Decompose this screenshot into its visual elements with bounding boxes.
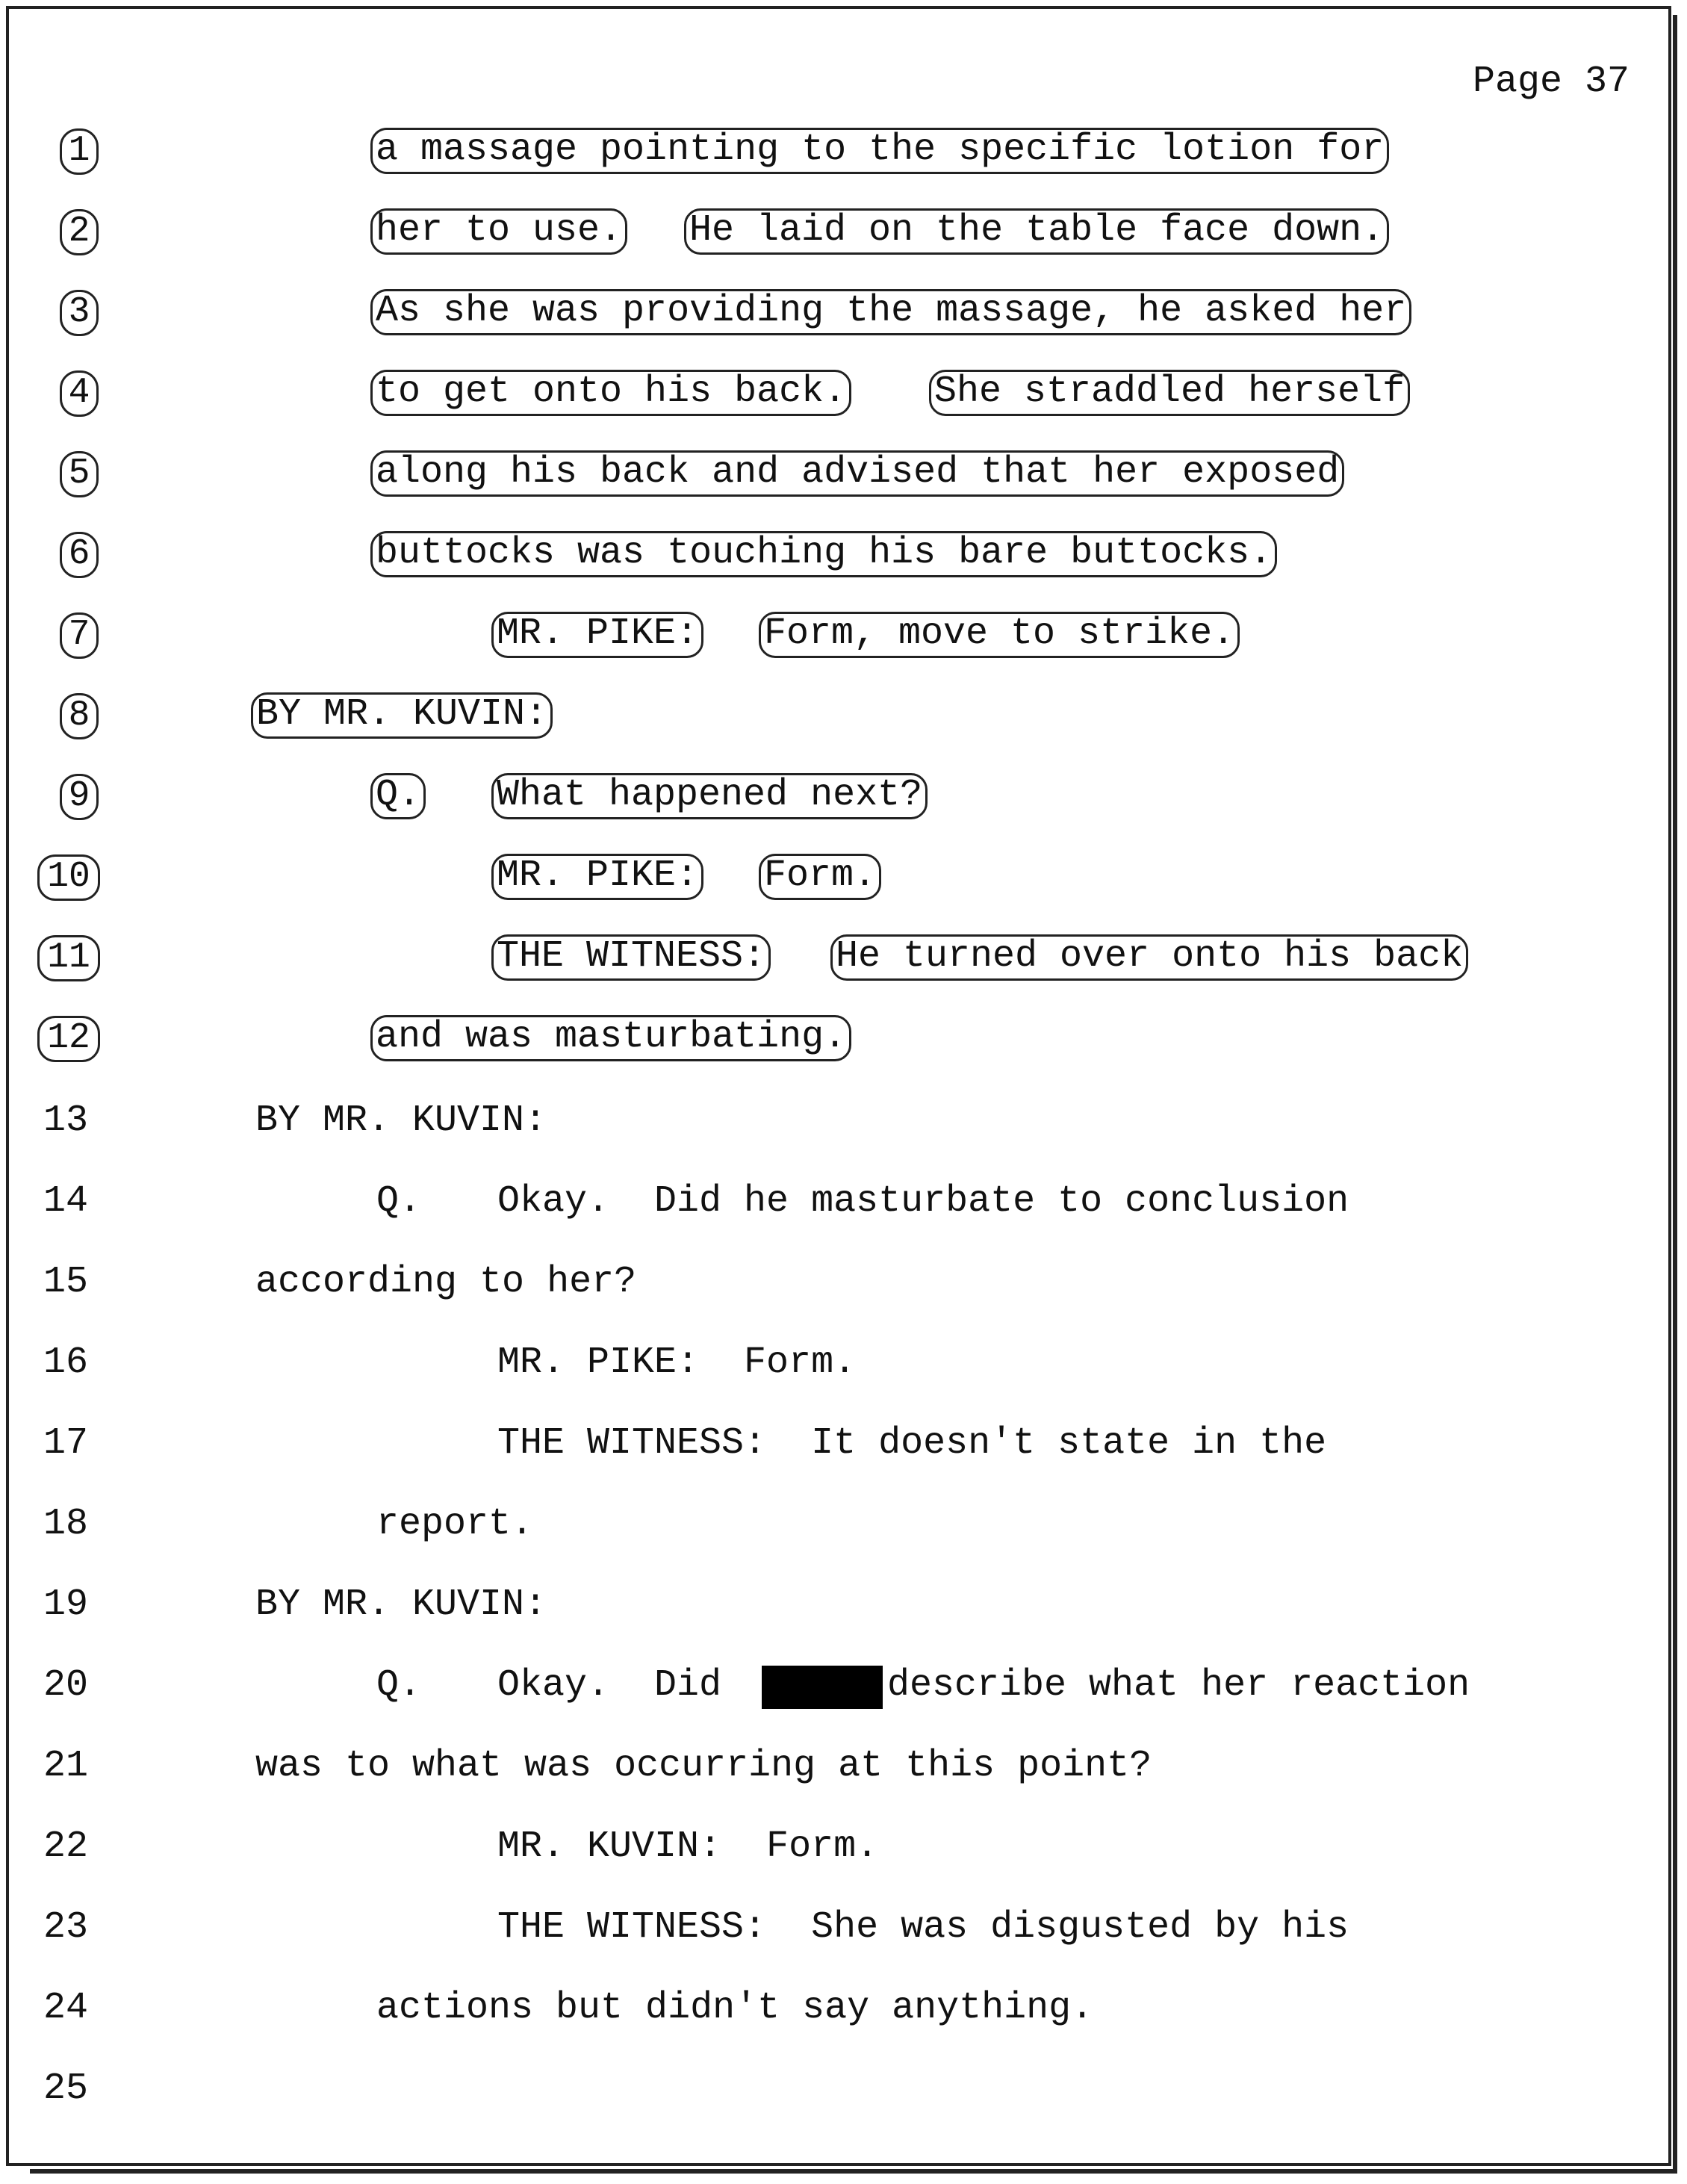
boxed-text-segment: Form, move to strike. bbox=[759, 612, 1240, 658]
line-number: 20 bbox=[43, 1664, 89, 1707]
transcript-line-9: 9 Q. What happened next? bbox=[9, 773, 1674, 826]
line-number-circled: 4 bbox=[60, 370, 99, 417]
transcript-line-4: 4 to get onto his back. She straddled he… bbox=[9, 370, 1674, 423]
text-segment: Q. bbox=[376, 1180, 422, 1223]
transcript-line-13: 13 BY MR. KUVIN: bbox=[9, 1098, 1674, 1150]
text-segment: BY MR. KUVIN: bbox=[255, 1583, 547, 1626]
line-number: 21 bbox=[43, 1745, 89, 1787]
boxed-text-segment: What happened next? bbox=[491, 773, 928, 819]
transcript-line-7: 7 MR. PIKE: Form, move to strike. bbox=[9, 612, 1674, 665]
line-number: 22 bbox=[43, 1825, 89, 1868]
transcript-line-17: 17 THE WITNESS: It doesn't state in the bbox=[9, 1421, 1674, 1473]
line-number: 13 bbox=[43, 1099, 89, 1142]
text-segment: THE WITNESS: It doesn't state in the bbox=[497, 1422, 1327, 1465]
boxed-text-segment: her to use. bbox=[370, 208, 628, 255]
text-segment: Q. bbox=[376, 1664, 422, 1707]
line-number: 18 bbox=[43, 1503, 89, 1545]
transcript-line-24: 24 actions but didn't say anything. bbox=[9, 1985, 1674, 2038]
boxed-text-segment: As she was providing the massage, he ask… bbox=[370, 289, 1412, 335]
line-number-circled: 10 bbox=[37, 854, 100, 901]
boxed-text-segment: buttocks was touching his bare buttocks. bbox=[370, 531, 1278, 577]
line-number: 23 bbox=[43, 1906, 89, 1949]
line-number: 19 bbox=[43, 1583, 89, 1626]
boxed-text-segment: He turned over onto his back bbox=[830, 934, 1469, 981]
transcript-line-21: 21 was to what was occurring at this poi… bbox=[9, 1743, 1674, 1796]
text-segment: Okay. Did bbox=[497, 1664, 722, 1707]
transcript-line-3: 3 As she was providing the massage, he a… bbox=[9, 289, 1674, 342]
boxed-text-segment: Q. bbox=[370, 773, 426, 819]
transcript-line-10: 10 MR. PIKE: Form. bbox=[9, 854, 1674, 907]
transcript-line-5: 5 along his back and advised that her ex… bbox=[9, 450, 1674, 503]
line-number-circled: 12 bbox=[37, 1016, 100, 1062]
boxed-text-segment: MR. PIKE: bbox=[491, 854, 704, 900]
transcript-line-25: 25 bbox=[9, 2066, 1674, 2118]
transcript-line-12: 12 and was masturbating. bbox=[9, 1015, 1674, 1068]
boxed-text-segment: MR. PIKE: bbox=[491, 612, 704, 658]
text-segment: was to what was occurring at this point? bbox=[255, 1745, 1152, 1787]
transcript-line-2: 2 her to use. He laid on the table face … bbox=[9, 208, 1674, 261]
line-number-circled: 7 bbox=[60, 612, 99, 659]
text-segment: BY MR. KUVIN: bbox=[255, 1099, 547, 1142]
text-segment: THE WITNESS: She was disgusted by his bbox=[497, 1906, 1349, 1949]
transcript-line-8: 8 BY MR. KUVIN: bbox=[9, 692, 1674, 745]
line-number-circled: 1 bbox=[60, 128, 99, 175]
line-number: 14 bbox=[43, 1180, 89, 1223]
transcript-line-6: 6 buttocks was touching his bare buttock… bbox=[9, 531, 1674, 584]
page-shadow-right bbox=[1673, 15, 1677, 2174]
transcript-line-14: 14 Q. Okay. Did he masturbate to conclus… bbox=[9, 1179, 1674, 1231]
boxed-text-segment: to get onto his back. bbox=[370, 370, 852, 416]
boxed-text-segment: THE WITNESS: bbox=[491, 934, 771, 981]
line-number: 25 bbox=[43, 2067, 89, 2110]
line-number-circled: 8 bbox=[60, 693, 99, 739]
transcript-page: Page 37 1 a massage pointing to the spec… bbox=[6, 6, 1671, 2166]
text-segment: describe what her reaction bbox=[887, 1664, 1470, 1707]
line-number-circled: 5 bbox=[60, 451, 99, 497]
transcript-line-1: 1 a massage pointing to the specific lot… bbox=[9, 128, 1674, 181]
boxed-text-segment: and was masturbating. bbox=[370, 1015, 852, 1061]
line-number-circled: 3 bbox=[60, 290, 99, 336]
transcript-line-19: 19 BY MR. KUVIN: bbox=[9, 1582, 1674, 1634]
boxed-text-segment: Form. bbox=[759, 854, 882, 900]
transcript-line-16: 16 MR. PIKE: Form. bbox=[9, 1340, 1674, 1392]
text-segment: Okay. Did he masturbate to conclusion bbox=[497, 1180, 1349, 1223]
text-segment: according to her? bbox=[255, 1261, 637, 1303]
boxed-text-segment: a massage pointing to the specific lotio… bbox=[370, 128, 1390, 174]
line-number: 17 bbox=[43, 1422, 89, 1465]
line-number-circled: 11 bbox=[37, 935, 100, 981]
line-number: 24 bbox=[43, 1987, 89, 2029]
page-number: Page 37 bbox=[1472, 61, 1629, 103]
boxed-text-segment: BY MR. KUVIN: bbox=[251, 692, 553, 739]
page-shadow-bottom bbox=[30, 2169, 1677, 2174]
transcript-line-11: 11 THE WITNESS: He turned over onto his … bbox=[9, 934, 1674, 987]
line-number: 15 bbox=[43, 1261, 89, 1303]
text-segment: actions but didn't say anything. bbox=[376, 1987, 1094, 2029]
boxed-text-segment: He laid on the table face down. bbox=[684, 208, 1390, 255]
line-number-circled: 2 bbox=[60, 209, 99, 255]
redaction-block bbox=[762, 1666, 883, 1709]
transcript-line-23: 23 THE WITNESS: She was disgusted by his bbox=[9, 1905, 1674, 1957]
boxed-text-segment: along his back and advised that her expo… bbox=[370, 450, 1345, 497]
text-segment: MR. PIKE: Form. bbox=[497, 1341, 857, 1384]
line-number: 16 bbox=[43, 1341, 89, 1384]
line-number-circled: 6 bbox=[60, 532, 99, 578]
transcript-line-22: 22 MR. KUVIN: Form. bbox=[9, 1824, 1674, 1876]
transcript-line-15: 15 according to her? bbox=[9, 1259, 1674, 1312]
line-number-circled: 9 bbox=[60, 774, 99, 820]
text-segment: report. bbox=[376, 1503, 534, 1545]
transcript-line-20: 20 Q. Okay. Did describe what her reacti… bbox=[9, 1663, 1674, 1715]
text-segment: MR. KUVIN: Form. bbox=[497, 1825, 879, 1868]
transcript-line-18: 18 report. bbox=[9, 1501, 1674, 1554]
boxed-text-segment: She straddled herself bbox=[929, 370, 1411, 416]
